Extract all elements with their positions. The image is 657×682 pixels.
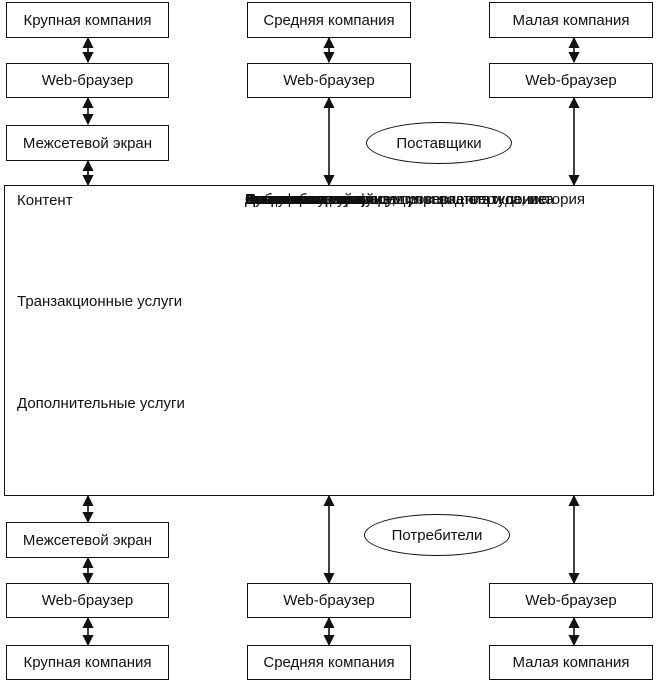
service-auctions: Аукционы (245, 191, 314, 208)
service-reporting: Отчетность (245, 191, 325, 208)
web-browser-box-top-medium: Web-браузер (247, 63, 411, 98)
consumers-oval: Потребители (364, 514, 510, 556)
service-quote-request: Запрос расценок (245, 191, 364, 208)
firewall-box-bottom: Межсетевой экран (6, 522, 169, 558)
suppliers-oval: Поставщики (366, 122, 512, 164)
service-purchase-request: Запрос на покупку (245, 191, 373, 208)
firewall-box-top: Межсетевой экран (6, 125, 169, 161)
service-payments: Платежи: инициализация и подтверждение (245, 191, 548, 208)
large-company-box-top: Крупная компания (6, 2, 169, 38)
category-additional-services: Дополнительные услуги (17, 395, 185, 412)
large-company-box-bottom: Крупная компания (6, 645, 169, 680)
category-content: Контент (17, 192, 73, 209)
marketplace-services-panel: Контент Транзакционные услуги Дополнител… (4, 185, 654, 496)
service-bulletin-board: Доска объявлений (245, 191, 375, 208)
service-financial: Финансовые услуги (245, 191, 382, 208)
web-browser-box-top-small: Web-браузер (489, 63, 653, 98)
service-analytics: Аналитика (245, 191, 320, 208)
small-company-box-bottom: Малая компания (489, 645, 653, 680)
category-transactional-services: Транзакционные услуги (17, 293, 183, 310)
service-events: События (245, 191, 307, 208)
web-browser-box-bottom-small: Web-браузер (489, 583, 653, 618)
service-catalogs: Каталоги: организация управления и поиск… (245, 191, 554, 208)
small-company-box-top: Малая компания (489, 2, 653, 38)
web-browser-box-bottom-large: Web-браузер (6, 583, 169, 618)
medium-company-box-bottom: Средняя компания (247, 645, 411, 680)
web-browser-box-top-large: Web-браузер (6, 63, 169, 98)
medium-company-box-top: Средняя компания (247, 2, 411, 38)
service-discussion-forum: Дискуссионный форум (245, 191, 404, 208)
service-news: Новости (245, 191, 304, 208)
service-order-tracking: Заказ: отслеживание, проверка статуса, и… (245, 191, 585, 208)
service-invoice: Счет-фактура (245, 191, 342, 208)
web-browser-box-bottom-medium: Web-браузер (247, 583, 411, 618)
service-logistics: Логистика (245, 191, 316, 208)
